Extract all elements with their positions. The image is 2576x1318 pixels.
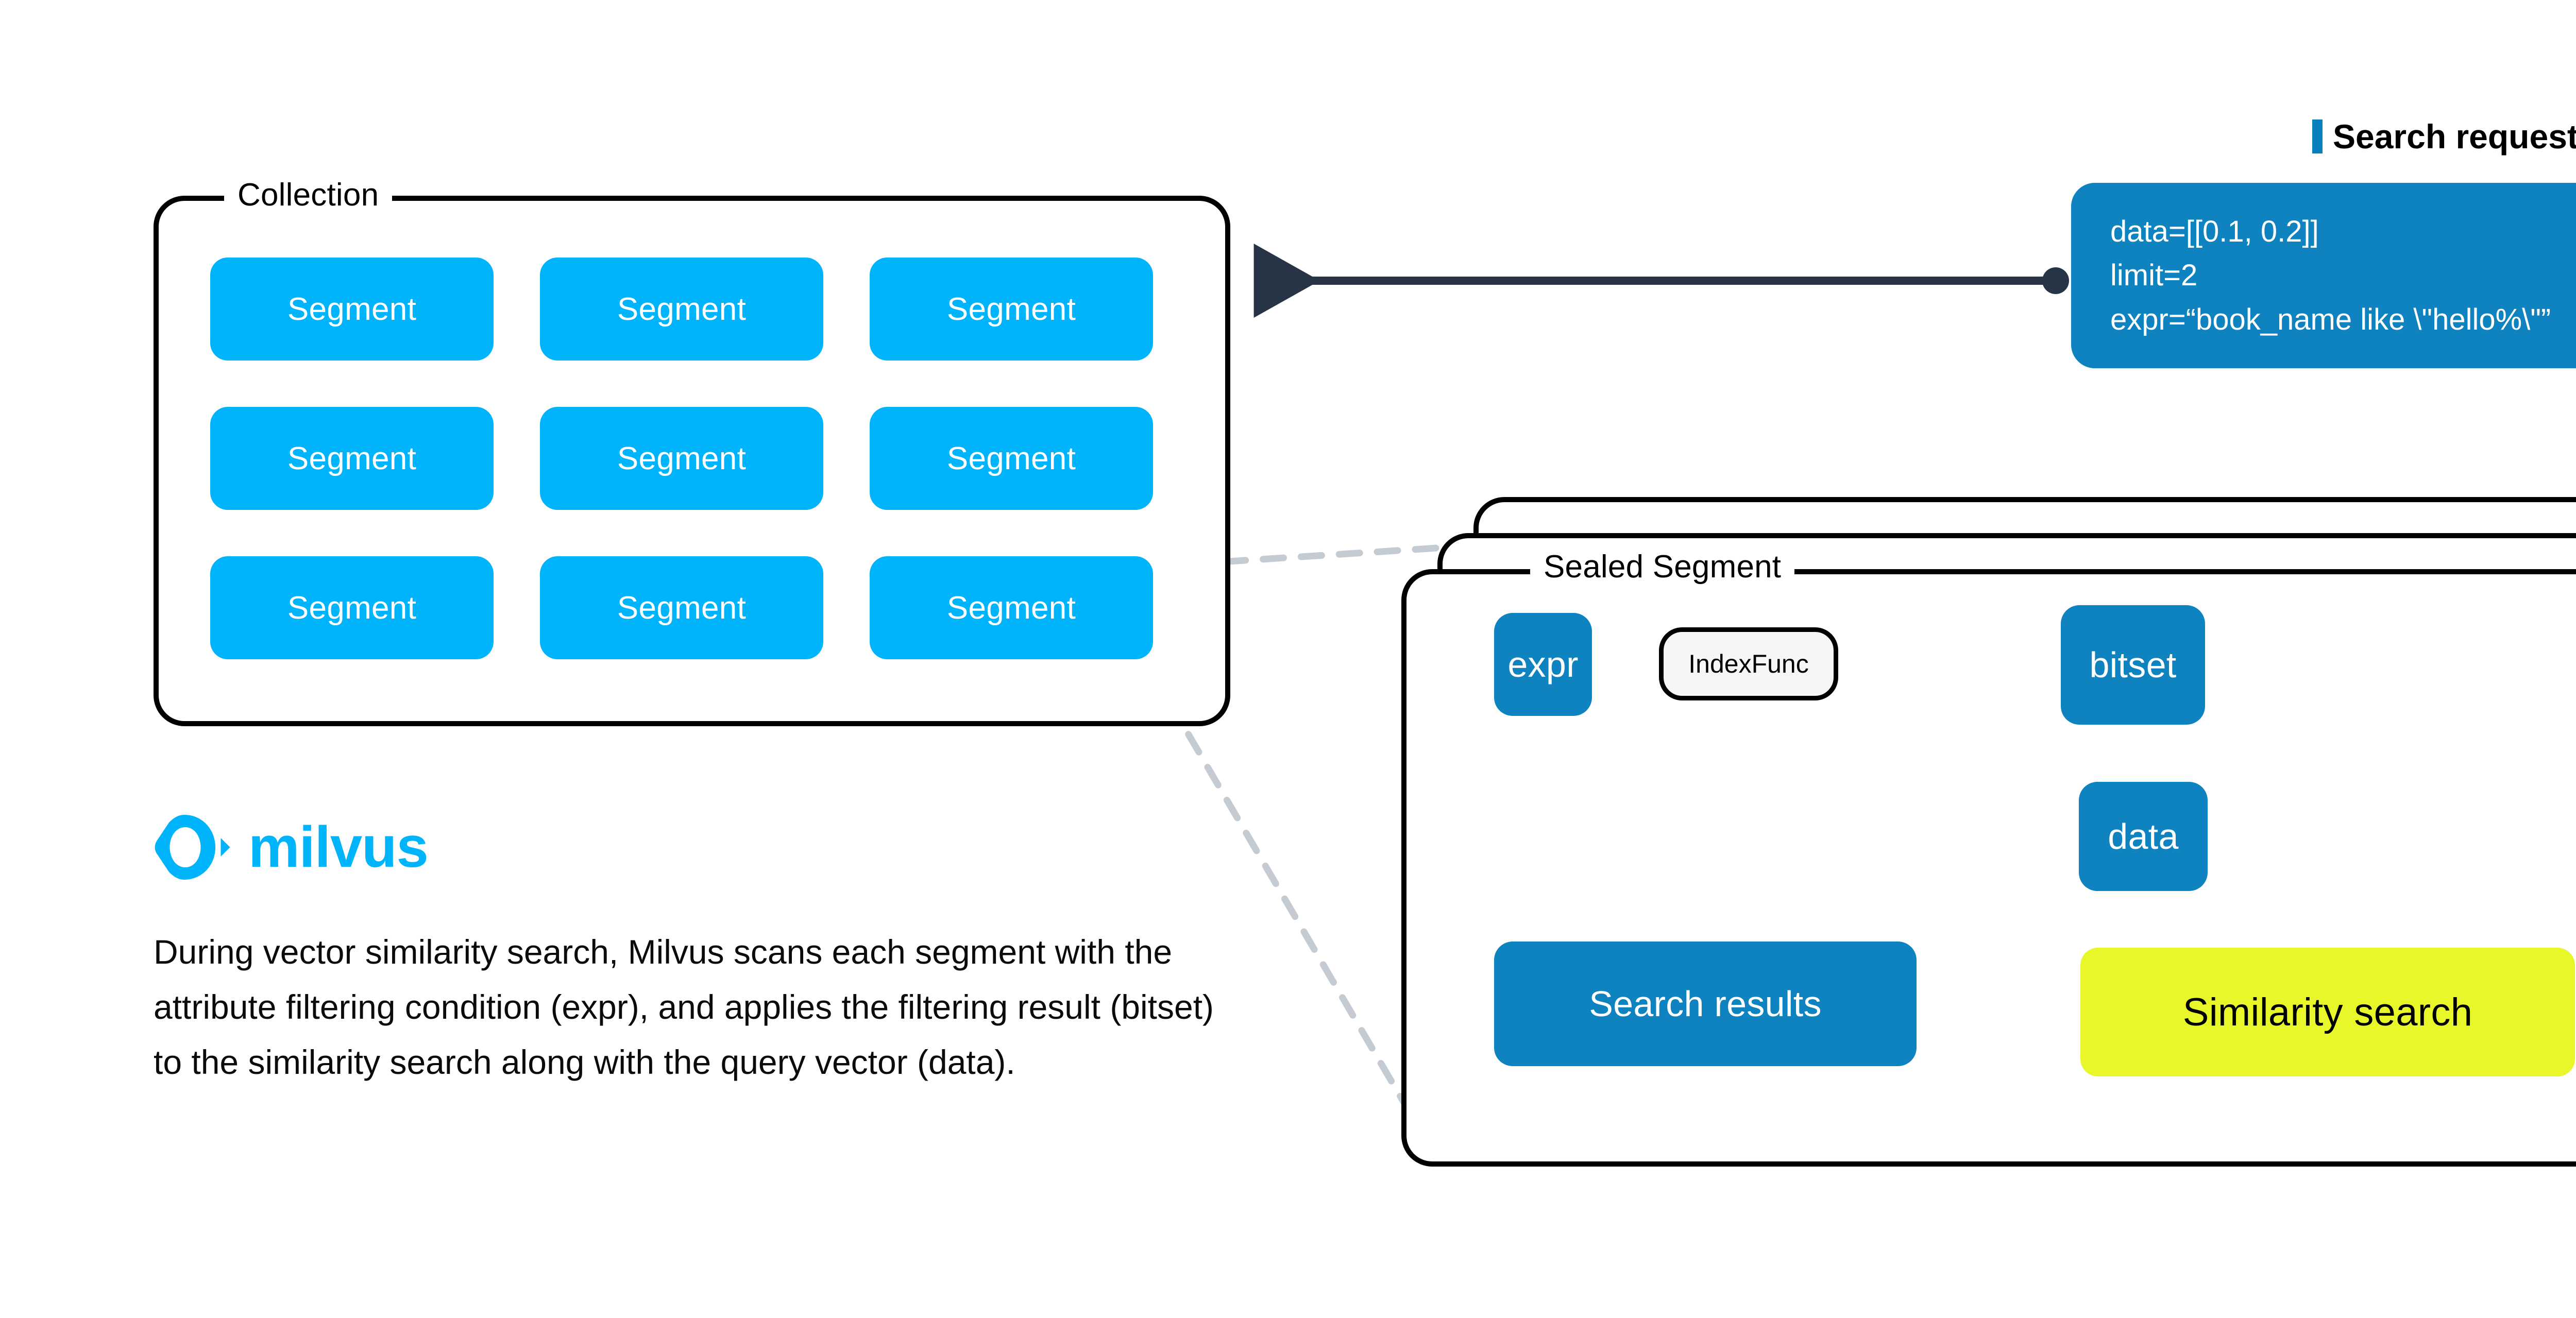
segment-card[interactable]: Segment [540, 556, 823, 659]
node-index-func[interactable]: IndexFunc [1659, 627, 1838, 700]
description-text: During vector similarity search, Milvus … [154, 933, 1214, 1081]
node-bitset[interactable]: bitset [2061, 605, 2205, 725]
collection-panel-label: Collection [224, 179, 393, 211]
search-request-line-limit: limit=2 [2110, 259, 2198, 293]
search-request-line-expr: expr=“book_name like \"hello%\"” [2110, 302, 2551, 336]
sealed-segment-panel-label: Sealed Segment [1530, 551, 1795, 583]
node-search-results[interactable]: Search results [1494, 942, 1917, 1066]
segment-card[interactable]: Segment [870, 258, 1153, 361]
search-request-card[interactable]: data=[[0.1, 0.2]] limit=2 expr=“book_nam… [2071, 183, 2576, 368]
milvus-eye-icon [155, 815, 230, 880]
segment-grid: Segment Segment Segment Segment Segment … [210, 258, 1174, 659]
segment-card[interactable]: Segment [210, 407, 494, 510]
accent-bar-icon [2312, 119, 2323, 153]
search-request-header: Search request [2312, 119, 2576, 153]
segment-card[interactable]: Segment [540, 407, 823, 510]
segment-card[interactable]: Segment [870, 407, 1153, 510]
milvus-logo: milvus [154, 809, 429, 886]
node-data[interactable]: data [2079, 782, 2208, 891]
milvus-wordmark: milvus [248, 815, 429, 879]
segment-card[interactable]: Segment [210, 556, 494, 659]
search-request-title: Search request [2333, 117, 2576, 156]
search-request-line-data: data=[[0.1, 0.2]] [2110, 214, 2319, 248]
segment-card[interactable]: Segment [210, 258, 494, 361]
node-similarity-search[interactable]: Similarity search [2080, 948, 2575, 1076]
collection-panel: Segment Segment Segment Segment Segment … [154, 196, 1230, 726]
arrow-request-to-collection [1253, 244, 2069, 318]
node-expr[interactable]: expr [1494, 613, 1592, 716]
segment-card[interactable]: Segment [870, 556, 1153, 659]
segment-card[interactable]: Segment [540, 258, 823, 361]
